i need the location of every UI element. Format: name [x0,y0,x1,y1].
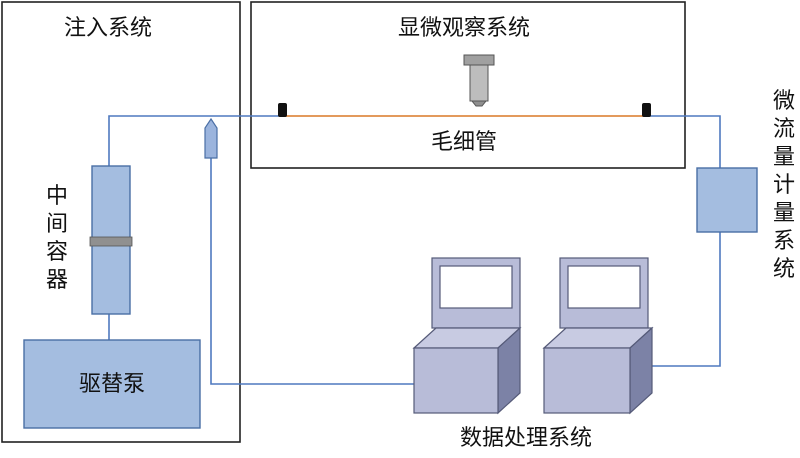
injection-system-frame [1,1,241,443]
computer-icon [412,257,522,415]
capillary-right-fitting [642,103,651,117]
injection-system-label: 注入系统 [64,16,153,41]
capillary-label: 毛细管 [431,130,498,155]
displacement-pump-label: 驱替泵 [79,372,146,397]
microscope-system-label: 显微观察系统 [398,16,531,41]
microscope-objective-icon [463,54,495,107]
computer-icon [542,257,654,415]
displacement-pump [23,339,201,429]
capillary-left-fitting [278,103,287,117]
micro-flow-metering-system-label: 微流量计量系统 [772,89,795,282]
intermediate-container-label: 中间容器 [45,184,68,293]
pipelines [108,115,721,385]
injector-tip-icon [204,117,218,159]
piston-icon [89,236,133,247]
data-processing-system-label: 数据处理系统 [460,426,593,451]
microscope-system-frame [250,1,686,169]
micro-flow-meter [696,167,758,233]
